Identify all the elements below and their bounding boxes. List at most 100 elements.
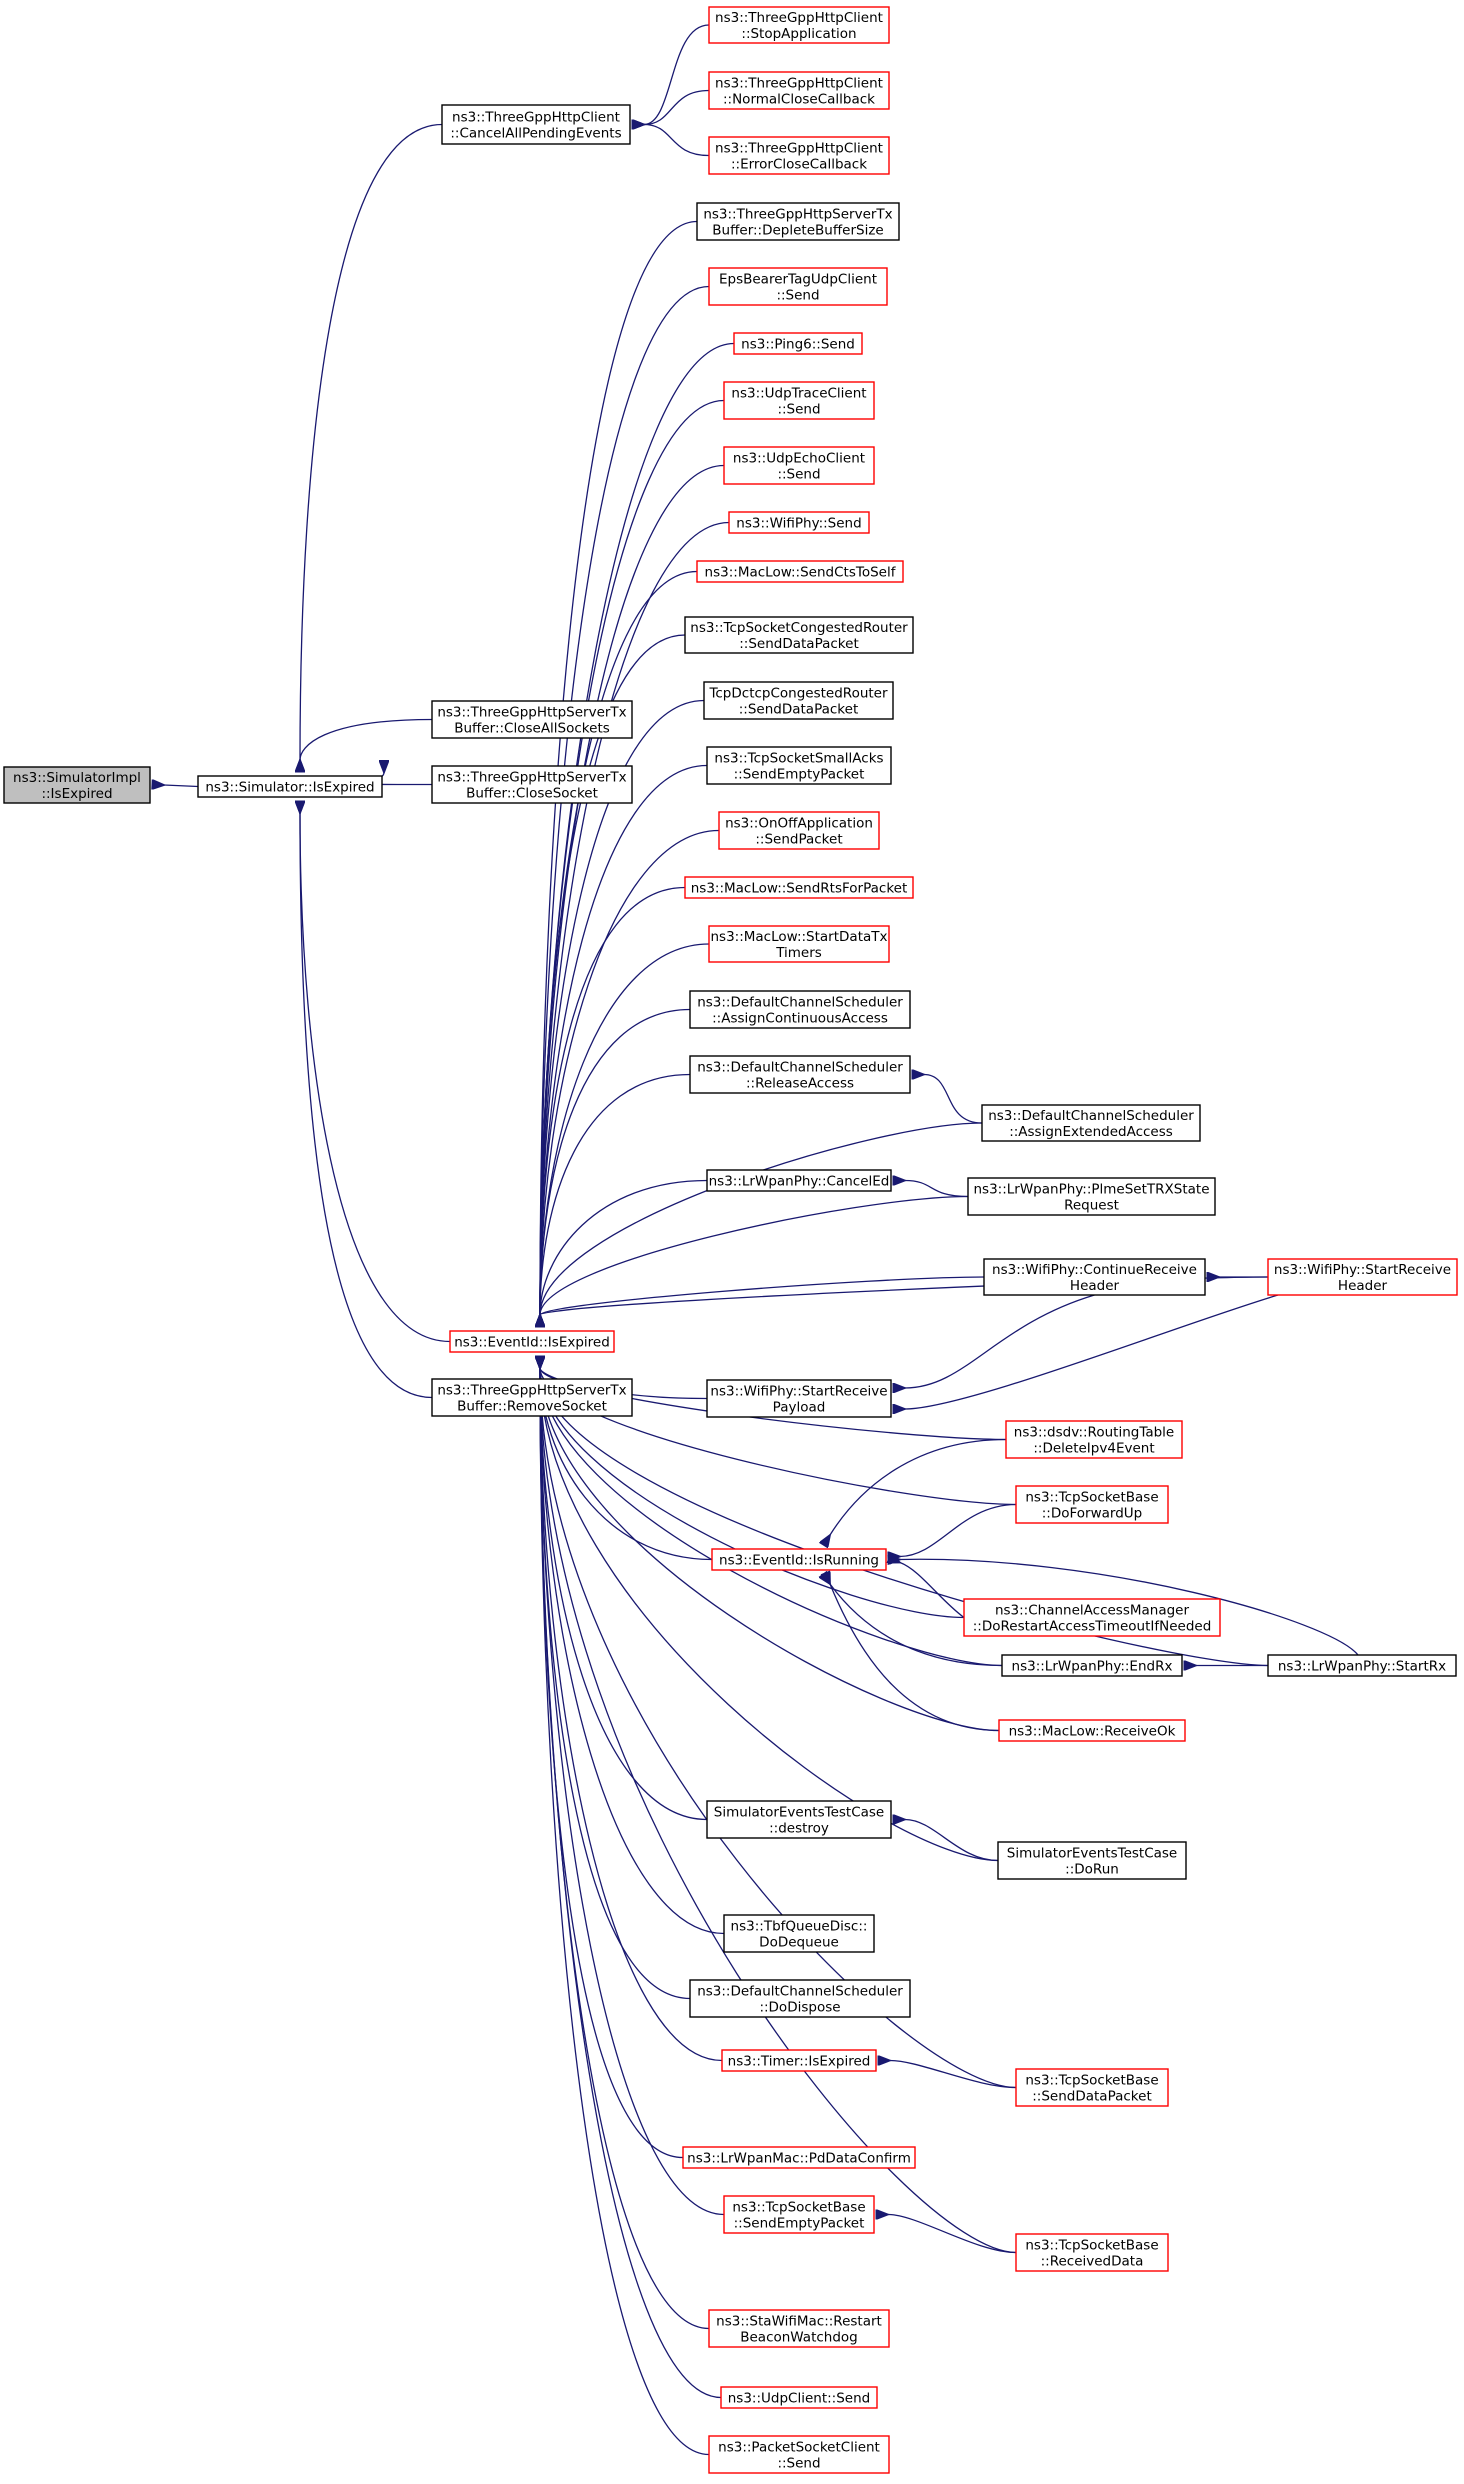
node-box [723, 381, 875, 420]
edge-wifiphy_continuerx-to-eventid_isexpired [540, 1276, 985, 1315]
node-layer: ns3::SimulatorImpl::IsExpired ns3::Simula… [3, 6, 1458, 2474]
node-box [689, 1055, 911, 1094]
node-label: ::SendEmptyPacket [734, 767, 865, 783]
node-tcpbase_senddata[interactable]: ns3::TcpSocketBase::SendDataPacket [1015, 2068, 1169, 2107]
node-box [1015, 2233, 1169, 2272]
node-box [1015, 2068, 1169, 2107]
node-label: Header [1338, 1278, 1388, 1294]
node-cam_dorestart[interactable]: ns3::ChannelAccessManager::DoRestartAcce… [963, 1598, 1221, 1637]
node-simevents_dorun[interactable]: SimulatorEventsTestCase::DoRun [997, 1841, 1187, 1880]
node-box [684, 616, 914, 654]
node-ping6_send[interactable]: ns3::Ping6::Send [733, 332, 863, 355]
edge-simevents_dorun-to-simevents_destroy [905, 1820, 999, 1862]
node-wifiphy_send[interactable]: ns3::WifiPhy::Send [728, 511, 870, 534]
node-label: ::SendDataPacket [739, 702, 859, 718]
node-client_stopapplication[interactable]: ns3::ThreeGppHttpClient::StopApplication [708, 6, 890, 44]
node-label: ::Send [776, 288, 819, 304]
node-label: ::Send [777, 402, 820, 418]
node-client_cancelallpending[interactable]: ns3::ThreeGppHttpClient::CancelAllPendin… [441, 104, 631, 145]
node-lrwpan_endrx[interactable]: ns3::LrWpanPhy::EndRx [1001, 1654, 1183, 1677]
node-label: ns3::dsdv::RoutingTable [1014, 1425, 1174, 1441]
node-label: ns3::TcpSocketBase [732, 2200, 865, 2216]
edge-timer_isexpired-to-eventid_isexpired [540, 1368, 723, 2062]
edge-tcpbase_doforwardup-to-eventid_isrunning [900, 1503, 1017, 1557]
node-udpecho_send[interactable]: ns3::UdpEchoClient::Send [723, 446, 875, 485]
edge-tcpsmallacks_sendempty-to-eventid_isexpired [540, 764, 708, 1316]
node-label: ::ReceivedData [1041, 2254, 1144, 2270]
node-label: ns3::UdpClient::Send [728, 2391, 870, 2407]
node-label: ns3::PacketSocketClient [718, 2440, 880, 2456]
node-label: ns3::ThreeGppHttpServerTx [437, 705, 626, 721]
edge-tcpdctcp_senddata-to-eventid_isexpired [540, 699, 705, 1316]
node-txbuf_closeallsockets[interactable]: ns3::ThreeGppHttpServerTxBuffer::CloseAl… [431, 700, 633, 739]
node-maclow_sendctstoself[interactable]: ns3::MacLow::SendCtsToSelf [696, 560, 904, 583]
node-label: ::IsExpired [41, 786, 112, 802]
node-udpclient_send[interactable]: ns3::UdpClient::Send [720, 2386, 878, 2409]
node-onoff_sendpacket[interactable]: ns3::OnOffApplication::SendPacket [718, 811, 880, 850]
node-dcs_releaseaccess[interactable]: ns3::DefaultChannelScheduler::ReleaseAcc… [689, 1055, 911, 1094]
node-client_errorclose[interactable]: ns3::ThreeGppHttpClient::ErrorCloseCallb… [708, 136, 890, 175]
node-label: ns3::DefaultChannelScheduler [988, 1108, 1194, 1124]
node-label: ns3::MacLow::SendRtsForPacket [691, 881, 908, 897]
node-txbuf_depletebuffer[interactable]: ns3::ThreeGppHttpServerTxBuffer::Deplete… [696, 202, 900, 241]
node-client_normalclose[interactable]: ns3::ThreeGppHttpClient::NormalCloseCall… [708, 71, 890, 110]
node-box [983, 1258, 1206, 1296]
node-tcpbase_sendempty[interactable]: ns3::TcpSocketBase::SendEmptyPacket [723, 2195, 875, 2234]
node-tcpbase_doforwardup[interactable]: ns3::TcpSocketBase::DoForwardUp [1015, 1485, 1169, 1524]
edge-tcpbase_senddata-to-timer_isexpired [890, 2061, 1017, 2089]
node-packetsocket_send[interactable]: ns3::PacketSocketClient::Send [708, 2435, 890, 2474]
node-box [718, 811, 880, 850]
node-label: ns3::ThreeGppHttpClient [715, 10, 883, 26]
node-label: ::ErrorCloseCallback [731, 157, 867, 173]
node-box [1001, 1654, 1183, 1677]
node-tbf_dodequeue[interactable]: ns3::TbfQueueDisc::DoDequeue [723, 1914, 875, 1953]
node-tcpdctcp_senddata[interactable]: TcpDctcpCongestedRouter::SendDataPacket [703, 681, 894, 720]
node-box [706, 1800, 892, 1839]
node-epsbearer_send[interactable]: EpsBearerTagUdpClient::Send [708, 267, 888, 306]
edge-dsdv_deleteipv4-to-eventid_isrunning [830, 1438, 1007, 1536]
node-maclow_sendrts[interactable]: ns3::MacLow::SendRtsForPacket [684, 876, 914, 899]
edge-lrwpan_endrx-to-eventid_isrunning [830, 1584, 1003, 1667]
node-tcpsmallacks_sendempty[interactable]: ns3::TcpSocketSmallAcks::SendEmptyPacket [706, 746, 892, 785]
node-simimpl_isexpired[interactable]: ns3::SimulatorImpl::IsExpired [3, 766, 151, 804]
node-lrwpan_canceled[interactable]: ns3::LrWpanPhy::CancelEd [706, 1169, 892, 1192]
node-tcpbase_receiveddata[interactable]: ns3::TcpSocketBase::ReceivedData [1015, 2233, 1169, 2272]
node-box [728, 511, 870, 534]
node-box [998, 1719, 1186, 1742]
node-label: ns3::ChannelAccessManager [995, 1603, 1190, 1619]
node-timer_isexpired[interactable]: ns3::Timer::IsExpired [721, 2049, 877, 2072]
node-eventid_isrunning[interactable]: ns3::EventId::IsRunning [711, 1548, 887, 1571]
node-label: ::StopApplication [741, 26, 856, 42]
edge-client_stopapplication-to-client_cancelallpending [644, 24, 710, 125]
node-txbuf_removesocket[interactable]: ns3::ThreeGppHttpServerTxBuffer::RemoveS… [431, 1378, 633, 1417]
node-simevents_destroy[interactable]: SimulatorEventsTestCase::destroy [706, 1800, 892, 1839]
node-dcs_dodispose[interactable]: ns3::DefaultChannelScheduler::DoDispose [689, 1979, 911, 2018]
edge-client_errorclose-to-client_cancelallpending [644, 125, 710, 157]
node-dcs_assigncontinuous[interactable]: ns3::DefaultChannelScheduler::AssignCont… [689, 990, 911, 1029]
node-box [708, 925, 890, 963]
node-maclow_receiveok[interactable]: ns3::MacLow::ReceiveOk [998, 1719, 1186, 1742]
node-simulator_isexpired[interactable]: ns3::Simulator::IsExpired [197, 775, 383, 798]
node-tcpcongrouter_senddata[interactable]: ns3::TcpSocketCongestedRouter::SendDataP… [684, 616, 914, 654]
node-label: ns3::Ping6::Send [741, 337, 855, 353]
node-box [689, 990, 911, 1029]
node-eventid_isexpired[interactable]: ns3::EventId::IsExpired [449, 1330, 615, 1353]
edge-tbf_dodequeue-to-eventid_isexpired [540, 1368, 725, 1935]
node-box [431, 700, 633, 739]
node-box [967, 1177, 1216, 1216]
node-dcs_assignextended[interactable]: ns3::DefaultChannelScheduler::AssignExte… [981, 1104, 1201, 1142]
node-dsdv_deleteipv4[interactable]: ns3::dsdv::RoutingTable::DeleteIpv4Event [1005, 1420, 1183, 1459]
node-lrwpan_startrx[interactable]: ns3::LrWpanPhy::StartRx [1267, 1654, 1457, 1677]
node-box [723, 2195, 875, 2234]
node-lrwpanmac_pddataconfirm[interactable]: ns3::LrWpanMac::PdDataConfirm [682, 2146, 916, 2169]
edge-packetsocket_send-to-eventid_isexpired [540, 1368, 710, 2456]
node-txbuf_closesocket[interactable]: ns3::ThreeGppHttpServerTxBuffer::CloseSo… [431, 765, 633, 804]
node-label: ns3::ThreeGppHttpServerTx [437, 770, 626, 786]
node-udptrace_send[interactable]: ns3::UdpTraceClient::Send [723, 381, 875, 420]
